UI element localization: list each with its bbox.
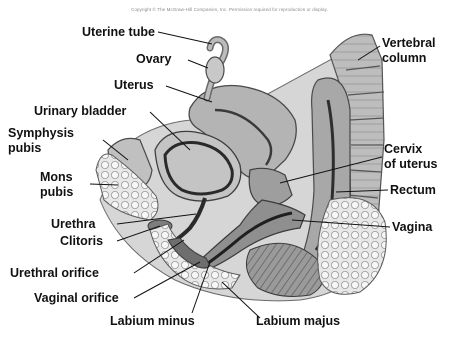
leader-ovary bbox=[188, 60, 208, 68]
gluteal-fat-shape bbox=[318, 198, 387, 295]
leader-uterine-tube bbox=[158, 32, 212, 44]
label-urethra: Urethra bbox=[51, 217, 95, 231]
label-mons-pubis: Mons pubis bbox=[40, 170, 73, 200]
label-symphysis-pubis-line2: pubis bbox=[8, 141, 74, 156]
label-vertebral-column-line1: Vertebral bbox=[382, 36, 436, 51]
label-urinary-bladder: Urinary bladder bbox=[34, 104, 126, 118]
label-vaginal-orifice: Vaginal orifice bbox=[34, 291, 119, 305]
label-cervix-of-uterus: Cervix of uterus bbox=[384, 142, 437, 172]
label-symphysis-pubis-line1: Symphysis bbox=[8, 126, 74, 141]
label-urethral-orifice: Urethral orifice bbox=[10, 266, 99, 280]
label-vagina: Vagina bbox=[392, 220, 432, 234]
label-cervix-line1: Cervix bbox=[384, 142, 437, 157]
label-vertebral-column: Vertebral column bbox=[382, 36, 436, 66]
label-cervix-line2: of uterus bbox=[384, 157, 437, 172]
label-labium-majus: Labium majus bbox=[256, 314, 340, 328]
label-symphysis-pubis: Symphysis pubis bbox=[8, 126, 74, 156]
label-rectum: Rectum bbox=[390, 183, 436, 197]
label-uterine-tube: Uterine tube bbox=[82, 25, 155, 39]
label-vertebral-column-line2: column bbox=[382, 51, 436, 66]
label-mons-pubis-line1: Mons bbox=[40, 170, 73, 185]
label-labium-minus: Labium minus bbox=[110, 314, 195, 328]
ovary-shape bbox=[206, 57, 224, 83]
label-ovary: Ovary bbox=[136, 52, 171, 66]
label-clitoris: Clitoris bbox=[60, 234, 103, 248]
label-uterus: Uterus bbox=[114, 78, 154, 92]
label-mons-pubis-line2: pubis bbox=[40, 185, 73, 200]
